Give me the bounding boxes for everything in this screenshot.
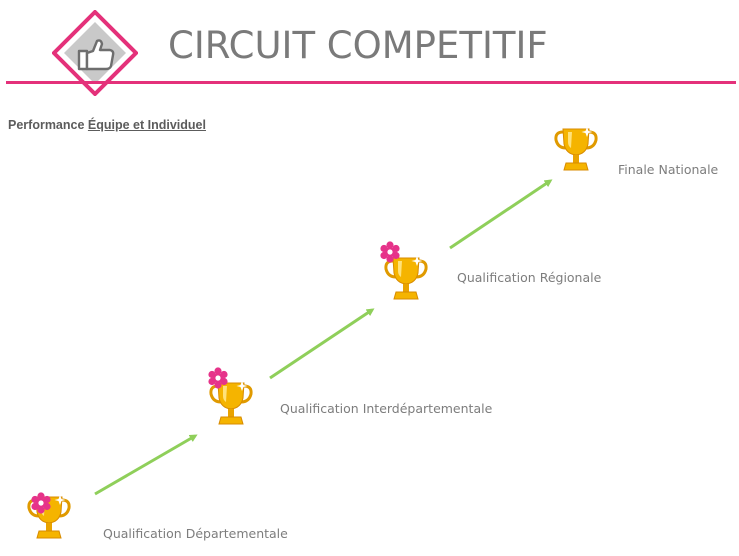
trophy-icon (27, 495, 71, 539)
stage-label-departementale: Qualification Départementale (103, 526, 288, 541)
stage-label-interdepartementale: Qualification Interdépartementale (280, 401, 493, 416)
page-title: CIRCUIT COMPETITIF (168, 24, 548, 67)
logo-thumbs-up-icon (52, 10, 138, 96)
trophy-icon (554, 127, 598, 171)
arrow-1 (94, 434, 198, 496)
arrow-3 (449, 179, 553, 250)
flower-badge-icon (31, 492, 51, 514)
stage-label-nationale: Finale Nationale (618, 162, 719, 177)
flower-badge-icon (208, 367, 228, 389)
subtitle-emphasis: Équipe et Individuel (87, 118, 206, 132)
subtitle: Performance Équipe et Individuel (8, 118, 206, 132)
stage-label-regionale: Qualification Régionale (457, 270, 602, 285)
trophy-icon (209, 381, 253, 425)
arrow-2 (269, 308, 375, 380)
flower-badge-icon (380, 241, 400, 263)
header-divider (6, 81, 736, 84)
trophy-icon (384, 256, 428, 300)
subtitle-prefix: Performance (8, 118, 88, 132)
